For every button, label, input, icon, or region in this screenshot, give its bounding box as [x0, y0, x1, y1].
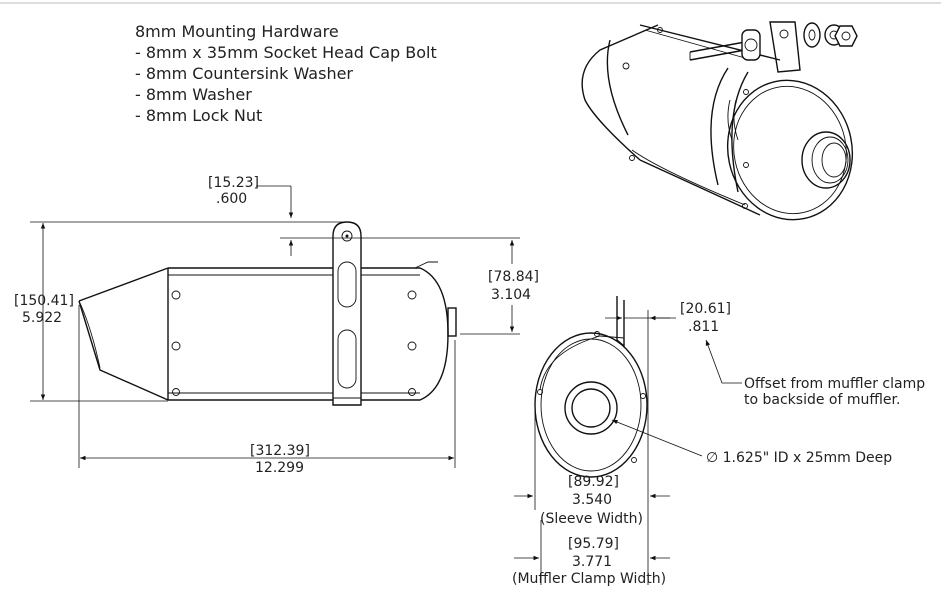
top-offset-imperial: .600 — [216, 191, 247, 207]
overall-height-imperial: 5.922 — [22, 310, 62, 326]
overall-length-imperial: 12.299 — [255, 460, 304, 476]
offset-note-line1: Offset from muffler clamp — [744, 376, 925, 392]
isometric-muffler-view — [581, 21, 858, 221]
overall-height-metric: [150.41] — [14, 293, 74, 309]
end-view-muffler — [534, 296, 648, 478]
hardware-item: - 8mm x 35mm Socket Head Cap Bolt — [135, 43, 437, 62]
hardware-item: - 8mm Countersink Washer — [135, 64, 353, 83]
side-view-muffler — [78, 221, 457, 406]
hardware-list: 8mm Mounting Hardware - 8mm x 35mm Socke… — [135, 22, 437, 125]
side-view-dimensions: [150.41] 5.922 [15.23] .600 [78.84] 3.10… — [14, 175, 539, 476]
sleeve-width-metric: [89.92] — [568, 474, 619, 490]
hardware-item: - 8mm Lock Nut — [135, 106, 262, 125]
clamp-width-imperial: 3.771 — [572, 554, 612, 570]
outlet-note: ∅ 1.625" ID x 25mm Deep — [706, 450, 892, 466]
clamp-width-metric: [95.79] — [568, 536, 619, 552]
hardware-title: 8mm Mounting Hardware — [135, 22, 339, 41]
clamp-offset-metric: [20.61] — [680, 301, 731, 317]
end-view-dimensions: [20.61] .811 Offset from muffler clamp t… — [512, 301, 925, 587]
clamp-height-metric: [78.84] — [488, 269, 539, 285]
sleeve-width-label: (Sleeve Width) — [540, 511, 643, 527]
hardware-item: - 8mm Washer — [135, 85, 252, 104]
clamp-width-label: (Muffler Clamp Width) — [512, 571, 666, 587]
clamp-height-imperial: 3.104 — [491, 287, 531, 303]
overall-length-metric: [312.39] — [250, 443, 310, 459]
sleeve-width-imperial: 3.540 — [572, 492, 612, 508]
top-offset-metric: [15.23] — [208, 175, 259, 191]
offset-note-line2: to backside of muffler. — [744, 392, 900, 408]
clamp-offset-imperial: .811 — [688, 319, 719, 335]
